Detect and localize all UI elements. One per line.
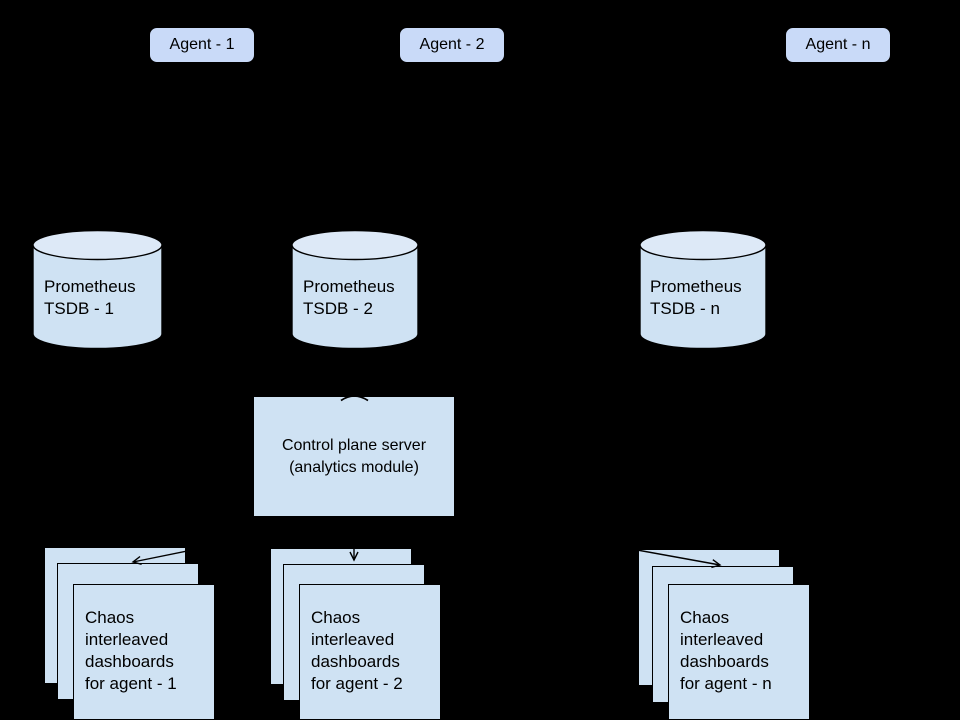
dashboard-n-line1: Chaos: [680, 608, 730, 627]
dashboard-2-line4: for agent - 2: [311, 674, 403, 693]
dashboard-n-line4: for agent - n: [680, 674, 772, 693]
tsdb-n-label: Prometheus TSDB - n: [650, 276, 742, 320]
tsdb-2-label-line1: Prometheus: [303, 277, 395, 296]
agent-2-node: Agent - 2: [399, 27, 505, 63]
dashboard-sheet-front: Chaos interleaved dashboards for agent -…: [299, 584, 441, 720]
dashboard-2-line3: dashboards: [311, 652, 400, 671]
dashboard-2-line2: interleaved: [311, 630, 395, 649]
dashboard-n-line2: interleaved: [680, 630, 764, 649]
dashboard-n-line3: dashboards: [680, 652, 769, 671]
tsdb-n-label-line2: TSDB - n: [650, 299, 720, 318]
dashboard-2-line1: Chaos: [311, 608, 361, 627]
arrow-tsdb2-to-control-plane: [340, 349, 369, 402]
agent-1-label: Agent - 1: [169, 36, 235, 53]
control-plane-label-line2: (analytics module): [289, 458, 419, 476]
tsdb-2-label-line2: TSDB - 2: [303, 299, 373, 318]
tsdb-1-label-line2: TSDB - 1: [44, 299, 114, 318]
dashboard-1-line3: dashboards: [85, 652, 174, 671]
agent-2-label: Agent - 2: [419, 36, 485, 53]
tsdb-2-label: Prometheus TSDB - 2: [303, 276, 395, 320]
control-plane-server-node: Control plane server (analytics module): [254, 397, 454, 516]
agent-n-node: Agent - n: [785, 27, 891, 63]
control-plane-label-line1: Control plane server: [281, 436, 427, 454]
agent-n-label: Agent - n: [805, 36, 871, 53]
tsdb-1-label: Prometheus TSDB - 1: [44, 276, 136, 320]
dashboard-1-line2: interleaved: [85, 630, 169, 649]
tsdb-1-label-line1: Prometheus: [44, 277, 136, 296]
tsdb-n-label-line1: Prometheus: [650, 277, 742, 296]
dashboard-1-line1: Chaos: [85, 608, 135, 627]
dashboard-sheet-front: Chaos interleaved dashboards for agent -…: [668, 584, 810, 720]
dashboard-sheet-front: Chaos interleaved dashboards for agent -…: [73, 584, 215, 720]
agent-1-node: Agent - 1: [149, 27, 255, 63]
dashboard-1-line4: for agent - 1: [85, 674, 177, 693]
